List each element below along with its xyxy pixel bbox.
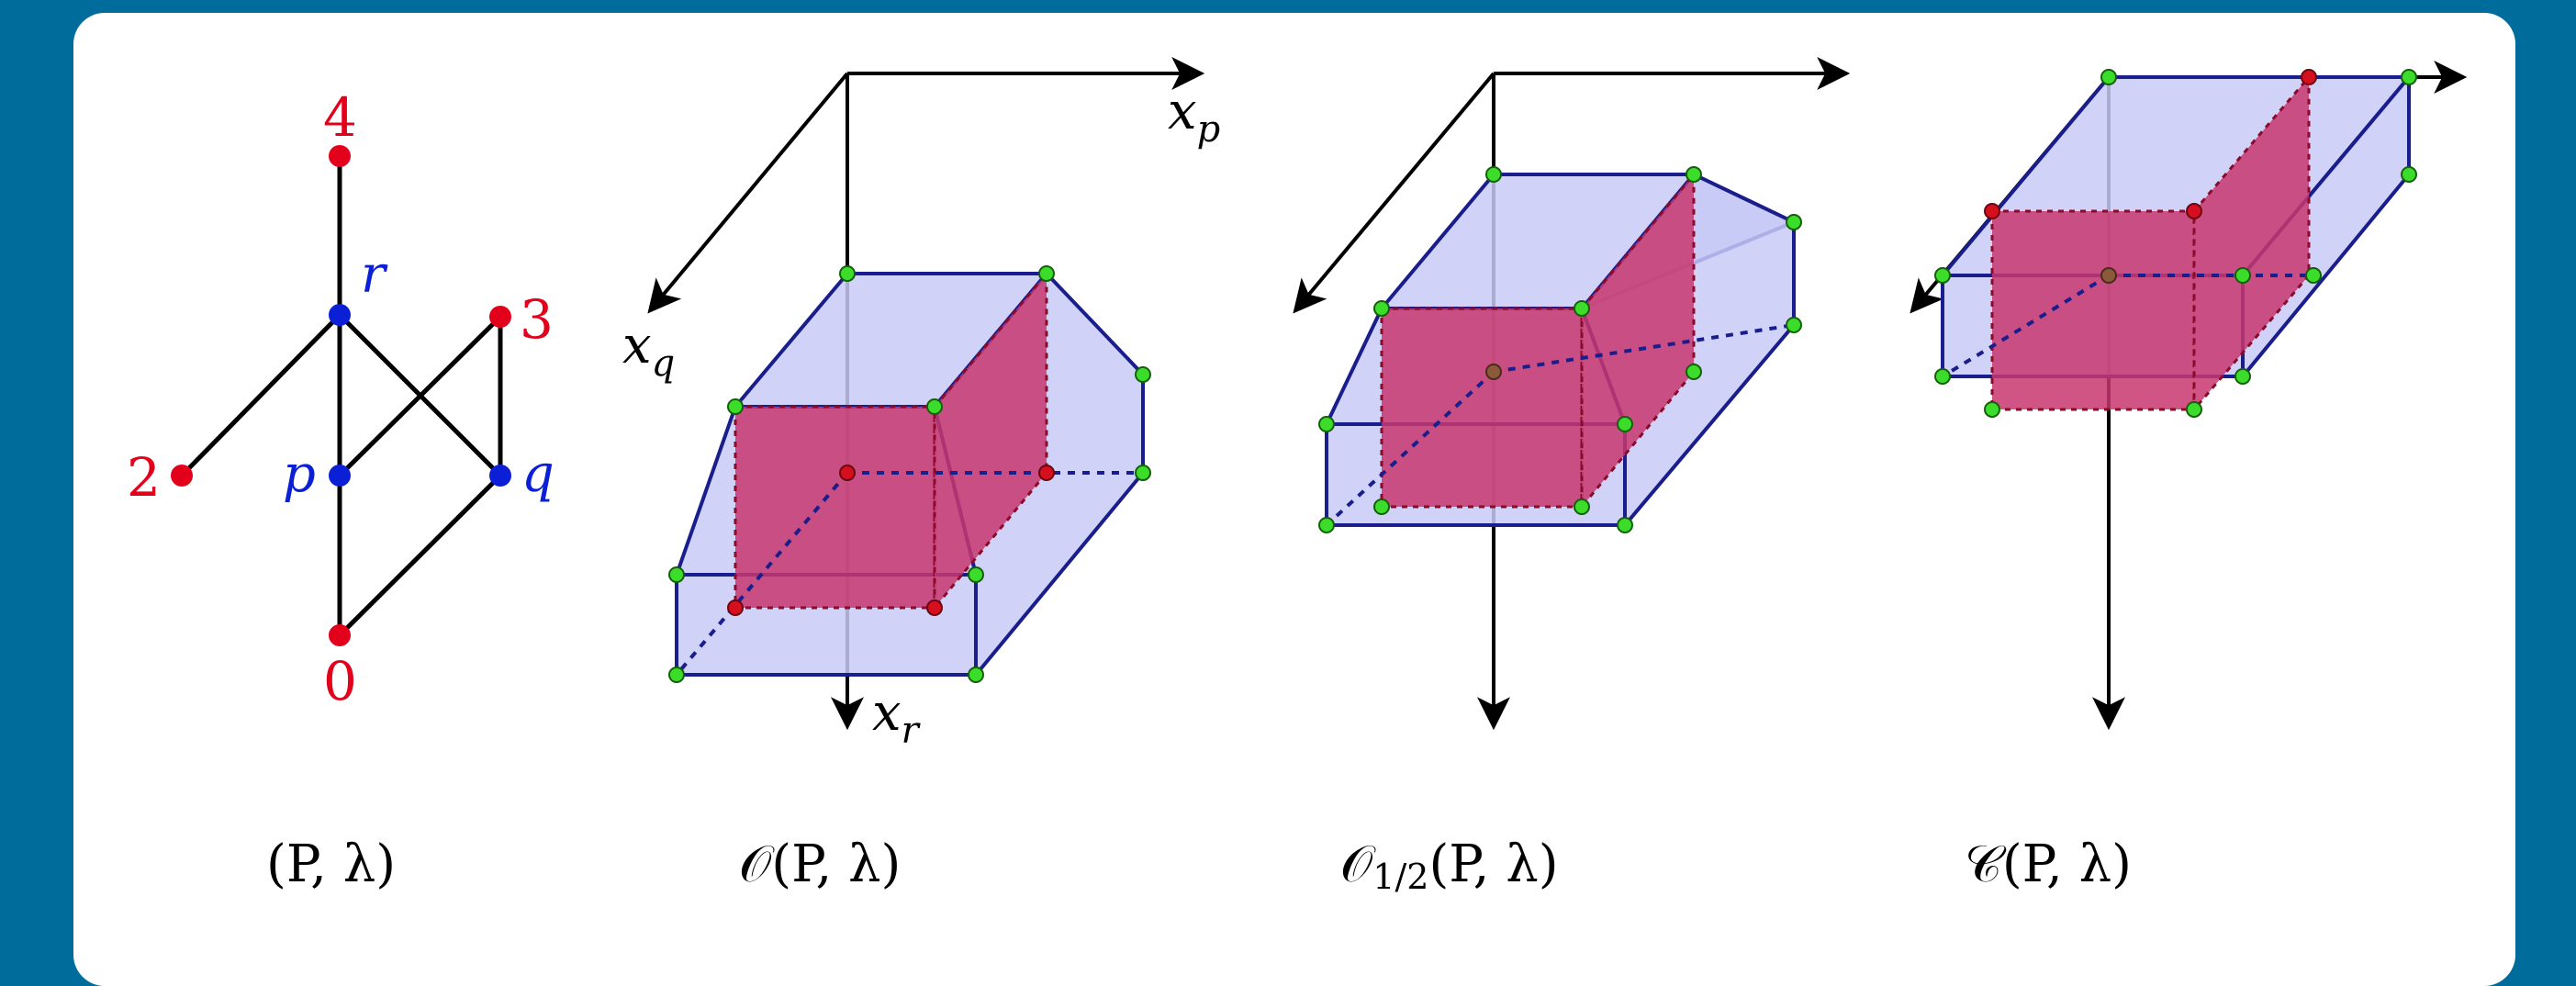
chain-polytope-vertices (1934, 69, 2417, 418)
poset-label-q: q (521, 444, 554, 504)
poset-node-3 (489, 306, 511, 328)
order-polytope-vertices (668, 265, 1151, 683)
axis-label-r: xr (872, 683, 922, 752)
chain-polytope-interior-vertex (2100, 267, 2117, 284)
half-polytope-vertices (1318, 166, 1802, 533)
half-axis-q (1293, 72, 1495, 314)
poset-node-r (329, 304, 351, 326)
poset-node-p (329, 465, 351, 487)
half-order-polytope (1293, 57, 1851, 731)
poset-label-3: 3 (520, 288, 554, 351)
chain-polytope-hidden-edges (1941, 274, 2313, 378)
axis-q (647, 72, 849, 314)
chain-polytope-red-vertices (1984, 69, 2317, 219)
poset-label-2: 2 (127, 446, 161, 509)
poset-edges (180, 156, 503, 637)
poset-label-r: r (361, 245, 388, 305)
axis-label-q: xq (622, 316, 675, 385)
chain-polytope (1910, 61, 2468, 731)
axis-label-p: xp (1168, 82, 1220, 151)
half-polytope-hidden-edges (1325, 323, 1795, 527)
poset-label-4: 4 (323, 86, 357, 149)
caption-poset: (P, λ) (266, 835, 396, 894)
order-polytope-red-faces (734, 269, 1048, 612)
poset-node-2 (171, 465, 193, 487)
order-polytope-red-vertices (727, 465, 1055, 616)
order-polytope-hidden-edges (675, 471, 1143, 677)
poset-label-0: 0 (323, 650, 357, 712)
half-polytope-interior-vertex (1485, 364, 1502, 380)
poset-node-q (489, 465, 511, 487)
poset-hasse-diagram: 4 r 3 2 p q 0 (127, 86, 554, 712)
caption-chain-polytope: 𝒞(P, λ) (1965, 835, 2132, 894)
caption-half-polytope: 𝒪1/2(P, λ) (1340, 835, 1559, 897)
poset-node-4 (329, 145, 351, 167)
caption-order-polytope: 𝒪(P, λ) (739, 835, 901, 894)
poset-label-p: p (283, 444, 316, 504)
figure-canvas: 4 r 3 2 p q 0 xp xq xr (127, 57, 2468, 897)
order-polytope: xp xq xr (622, 57, 1220, 752)
poset-node-0 (329, 624, 351, 646)
